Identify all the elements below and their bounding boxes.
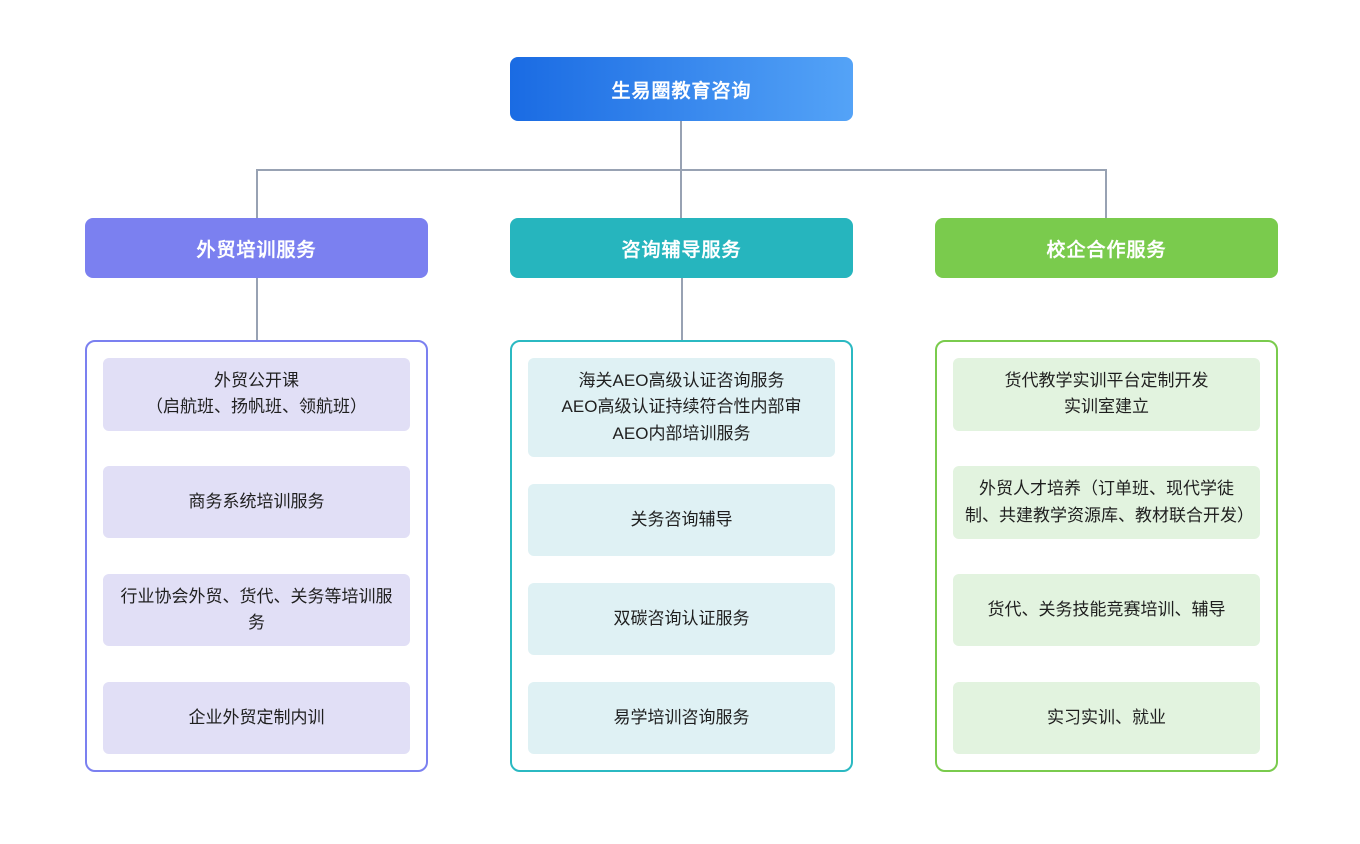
connector-drop-left bbox=[256, 169, 258, 218]
diagram-node: 外贸公开课 （启航班、扬帆班、领航班） bbox=[103, 358, 410, 431]
connector-root-vertical bbox=[680, 121, 682, 169]
diagram-node: 双碳咨询认证服务 bbox=[528, 583, 835, 655]
diagram-node: 行业协会外贸、货代、关务等培训服务 bbox=[103, 573, 410, 647]
root-node: 生易圈教育咨询 bbox=[510, 57, 853, 121]
branch-body-consulting-coaching: 海关AEO高级认证咨询服务 AEO高级认证持续符合性内部审 AEO内部培训服务 … bbox=[510, 340, 853, 772]
connector-drop-middle bbox=[680, 169, 682, 218]
branch-connector-left bbox=[255, 278, 258, 340]
branch-body-foreign-trade-training: 外贸公开课 （启航班、扬帆班、领航班） 商务系统培训服务 行业协会外贸、货代、关… bbox=[85, 340, 428, 772]
diagram-node: 外贸人才培养（订单班、现代学徒制、共建教学资源库、教材联合开发） bbox=[953, 466, 1260, 539]
diagram-node: 实习实训、就业 bbox=[953, 681, 1260, 754]
branch-header-label: 外贸培训服务 bbox=[196, 239, 317, 261]
branch-header-foreign-trade-training: 外贸培训服务 bbox=[85, 218, 428, 278]
branch-connector-middle bbox=[680, 278, 683, 340]
branch-body-school-enterprise-cooperation: 货代教学实训平台定制开发 实训室建立 外贸人才培养（订单班、现代学徒制、共建教学… bbox=[935, 340, 1278, 772]
branch-spacer-right bbox=[1106, 278, 1108, 340]
diagram-node: 海关AEO高级认证咨询服务 AEO高级认证持续符合性内部审 AEO内部培训服务 bbox=[528, 358, 835, 458]
diagram-node: 关务咨询辅导 bbox=[528, 484, 835, 557]
diagram-node: 货代教学实训平台定制开发 实训室建立 bbox=[953, 358, 1260, 431]
diagram-node: 商务系统培训服务 bbox=[103, 466, 410, 539]
connector-drop-right bbox=[1105, 169, 1107, 218]
branch-header-school-enterprise-cooperation: 校企合作服务 bbox=[935, 218, 1278, 278]
diagram-node: 企业外贸定制内训 bbox=[103, 681, 410, 754]
branch-consulting-coaching: 咨询辅导服务 海关AEO高级认证咨询服务 AEO高级认证持续符合性内部审 AEO… bbox=[510, 218, 853, 772]
branch-school-enterprise-cooperation: 校企合作服务 货代教学实训平台定制开发 实训室建立 外贸人才培养（订单班、现代学… bbox=[935, 218, 1278, 772]
branch-header-consulting-coaching: 咨询辅导服务 bbox=[510, 218, 853, 278]
branch-header-label: 校企合作服务 bbox=[1046, 239, 1167, 261]
branch-header-label: 咨询辅导服务 bbox=[621, 239, 742, 261]
branch-foreign-trade-training: 外贸培训服务 外贸公开课 （启航班、扬帆班、领航班） 商务系统培训服务 行业协会… bbox=[85, 218, 428, 772]
diagram-node: 易学培训咨询服务 bbox=[528, 681, 835, 754]
root-node-label: 生易圈教育咨询 bbox=[611, 80, 752, 102]
diagram-node: 货代、关务技能竞赛培训、辅导 bbox=[953, 574, 1260, 647]
